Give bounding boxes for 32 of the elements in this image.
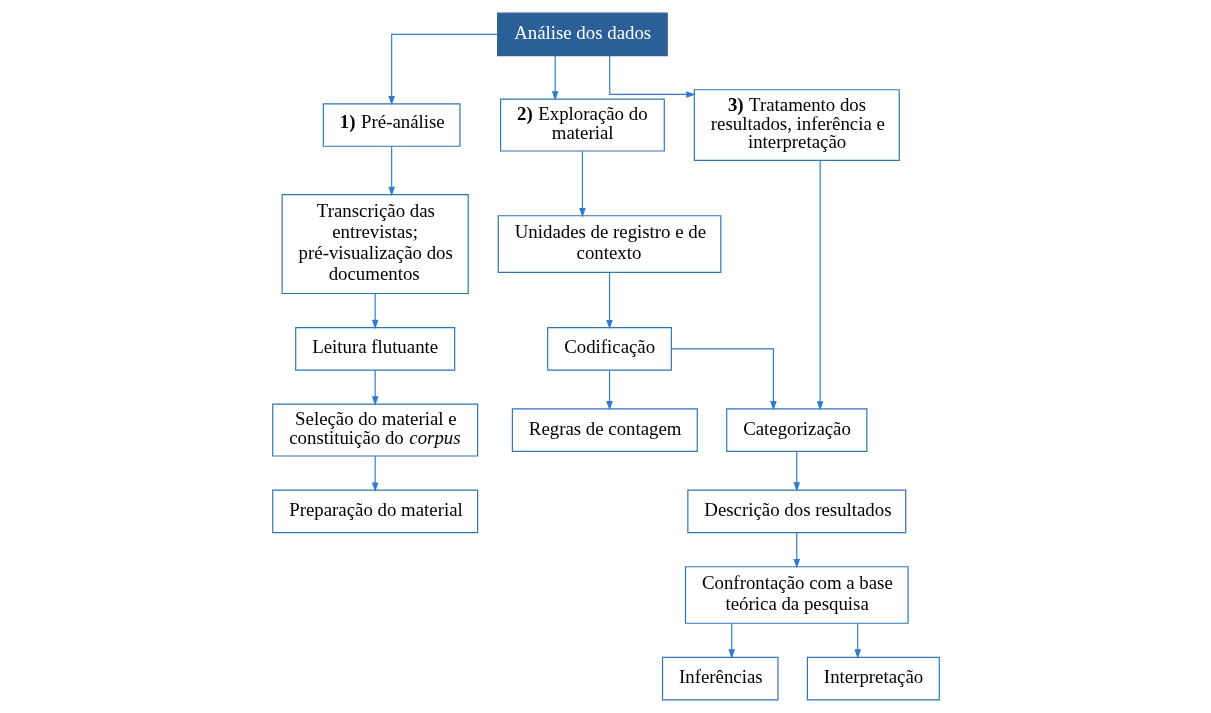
arrow <box>792 450 800 492</box>
node-box: 3) Tratamento dos resultados, inferência e interpretação <box>693 89 900 161</box>
node-box: Unidades de registro e de contexto <box>497 215 721 273</box>
node-box: Descrição dos resultados <box>686 489 906 534</box>
node-box: Regras de contagem <box>511 408 698 452</box>
arrow <box>371 293 378 330</box>
node-box: 1) Pré-análise <box>322 103 461 147</box>
node-box: Inferências <box>661 656 779 701</box>
node-box: Codificação <box>546 327 672 371</box>
arrow <box>387 145 395 197</box>
node-box: Transcrição das entrevistas; pré-visualização dos documentos <box>281 194 469 295</box>
arrow <box>727 622 735 659</box>
arrow <box>853 622 861 659</box>
node-box: Categorização <box>725 408 867 452</box>
arrow <box>608 55 696 98</box>
arrow <box>816 160 823 411</box>
arrow <box>371 369 378 406</box>
arrow <box>670 348 777 411</box>
arrow <box>578 150 586 218</box>
arrow <box>551 55 558 101</box>
arrow <box>605 369 613 411</box>
arrow <box>792 532 800 569</box>
arrow <box>371 455 378 492</box>
node-box: Preparação do material <box>271 489 478 534</box>
arrow <box>387 33 498 106</box>
arrow <box>605 272 613 330</box>
node-box: Leitura flutuante <box>294 327 455 371</box>
node-box: Seleção do material e constituição do corpus <box>271 403 478 457</box>
node-box: Análise dos dados <box>496 12 668 57</box>
node-box: Confrontação com a base teórica da pesquisa <box>684 566 909 624</box>
node-box: 2) Exploração do material <box>499 98 665 152</box>
node-box: Interpretação <box>806 656 940 701</box>
